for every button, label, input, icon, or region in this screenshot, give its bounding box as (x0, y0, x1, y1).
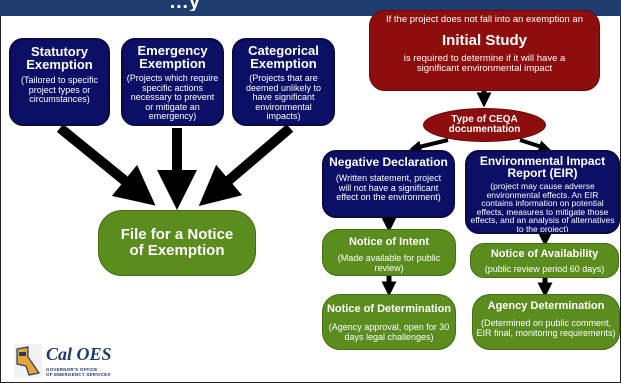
emergency-exemption-desc: (Projects which require specific actions… (126, 73, 219, 121)
initial-study-post: is required to determine if it will have… (403, 52, 566, 74)
arrow-type-to-negdec (409, 138, 449, 153)
arrow-categorical-to-notice (198, 124, 294, 206)
arrow-type-to-eir (519, 138, 551, 152)
notice-of-availability-title: Notice of Availability (490, 248, 599, 260)
notice-of-determination-desc: (Agency approval, open for 30 days legal… (328, 322, 450, 342)
negative-declaration-box: Negative Declaration (Written statement,… (322, 150, 455, 218)
initial-study-title: Initial Study (441, 31, 527, 49)
notice-of-determination-title: Notice of Determination (326, 303, 452, 315)
notice-of-determination-box: Notice of Determination (Agency approval… (322, 294, 456, 350)
arrow-statutory-to-notice (56, 124, 156, 206)
california-bear-icon (14, 344, 42, 378)
negative-declaration-desc: (Written statement, project will not hav… (335, 173, 442, 202)
notice-of-intent-box: Notice of Intent (Made available for pub… (322, 229, 456, 276)
cal-oes-logo-subtitle-1: GOVERNOR'S OFFICE (46, 367, 98, 372)
statutory-exemption-box: Statutory Exemption (Tailored to specifi… (9, 38, 110, 126)
negative-declaration-title: Negative Declaration (329, 155, 448, 169)
agency-determination-desc: (Determined on public comment, EIR final… (476, 318, 616, 338)
initial-study-pre: If the project does not fall into an exe… (386, 14, 583, 25)
cal-oes-logo-name: Cal OES (46, 344, 112, 364)
notice-of-intent-desc: (Made available for public review) (337, 253, 441, 273)
page-title: …y (168, 0, 200, 11)
emergency-exemption-title: Emergency Exemption (137, 43, 208, 71)
notice-of-availability-box: Notice of Availability (public review pe… (470, 243, 619, 278)
eir-title: Environmental Impact Report (EIR) (479, 154, 606, 180)
file-notice-of-exemption-box: File for a Notice of Exemption (98, 210, 256, 276)
cal-oes-logo-subtitle-2: OF EMERGENCY SERVICES (46, 372, 111, 377)
cal-oes-logo: Cal OES GOVERNOR'S OFFICE OF EMERGENCY S… (14, 344, 144, 380)
statutory-exemption-title: Statutory Exemption (26, 44, 93, 72)
eir-desc: (project may cause adverse environmental… (470, 181, 615, 234)
categorical-exemption-desc: (Projects that are deemed unlikely to ha… (245, 73, 322, 121)
agency-determination-box: Agency Determination (Determined on publ… (472, 294, 620, 350)
categorical-exemption-title: Categorical Exemption (248, 43, 319, 71)
agency-determination-title: Agency Determination (487, 300, 605, 312)
file-notice-of-exemption-title: File for a Notice of Exemption (120, 226, 234, 259)
categorical-exemption-box: Categorical Exemption (Projects that are… (232, 38, 335, 126)
eir-box: Environmental Impact Report (EIR) (proje… (465, 150, 620, 234)
statutory-exemption-desc: (Tailored to specific project types or c… (20, 75, 99, 104)
notice-of-intent-title: Notice of Intent (348, 236, 430, 248)
ceqa-type-oval: Type of CEQA documentation (423, 108, 546, 142)
ceqa-type-title: Type of CEQA documentation (448, 114, 521, 135)
initial-study-box: If the project does not fall into an exe… (369, 10, 600, 91)
notice-of-availability-desc: (public review period 60 days) (484, 264, 605, 274)
emergency-exemption-box: Emergency Exemption (Projects which requ… (121, 38, 224, 126)
